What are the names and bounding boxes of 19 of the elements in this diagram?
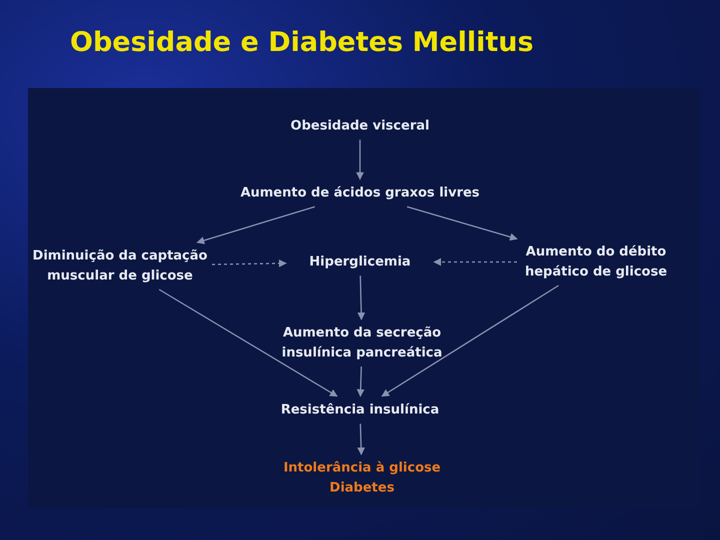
arrow — [433, 258, 517, 266]
arrow — [356, 366, 365, 398]
arrow — [357, 424, 365, 456]
flow-step: Aumento do débito hepático de glicose — [521, 242, 671, 282]
flow-step: Resistência insulínica — [255, 400, 465, 420]
arrow — [357, 276, 366, 320]
arrow — [381, 284, 559, 397]
arrow — [406, 206, 518, 241]
arrow — [158, 288, 338, 397]
flow-step: Hiperglicemia — [290, 252, 430, 272]
arrow — [212, 259, 287, 268]
flow-step: Diminuição da captação muscular de glicose — [32, 246, 208, 286]
flow-step: Aumento da secreção insulínica pancreática — [257, 324, 467, 362]
flow-step: Intolerância à glicose Diabetes — [257, 458, 467, 498]
flow-step: Aumento de ácidos graxos livres — [200, 183, 520, 203]
arrow — [196, 206, 315, 244]
arrow — [356, 140, 364, 180]
slide-title: Obesidade e Diabetes Mellitus — [70, 26, 534, 60]
flow-step: Obesidade visceral — [260, 116, 460, 136]
